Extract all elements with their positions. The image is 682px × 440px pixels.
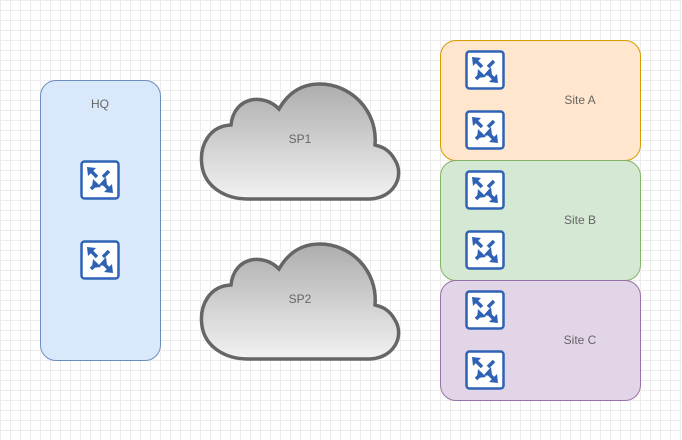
switch-icon[interactable]	[465, 290, 505, 330]
switch-icon[interactable]	[80, 160, 120, 200]
site-b-label: Site B	[563, 213, 597, 227]
cloud-sp2-label: SP2	[288, 292, 312, 306]
cloud-sp1-label: SP1	[288, 132, 312, 146]
switch-icon[interactable]	[465, 230, 505, 270]
site-a-label: Site A	[564, 93, 596, 107]
switch-icon[interactable]	[465, 170, 505, 210]
switch-icon[interactable]	[80, 240, 120, 280]
switch-icon[interactable]	[465, 110, 505, 150]
hq-container[interactable]	[40, 80, 161, 361]
site-c-label: Site C	[563, 333, 597, 347]
switch-icon[interactable]	[465, 350, 505, 390]
hq-label: HQ	[91, 97, 109, 111]
switch-icon[interactable]	[465, 50, 505, 90]
